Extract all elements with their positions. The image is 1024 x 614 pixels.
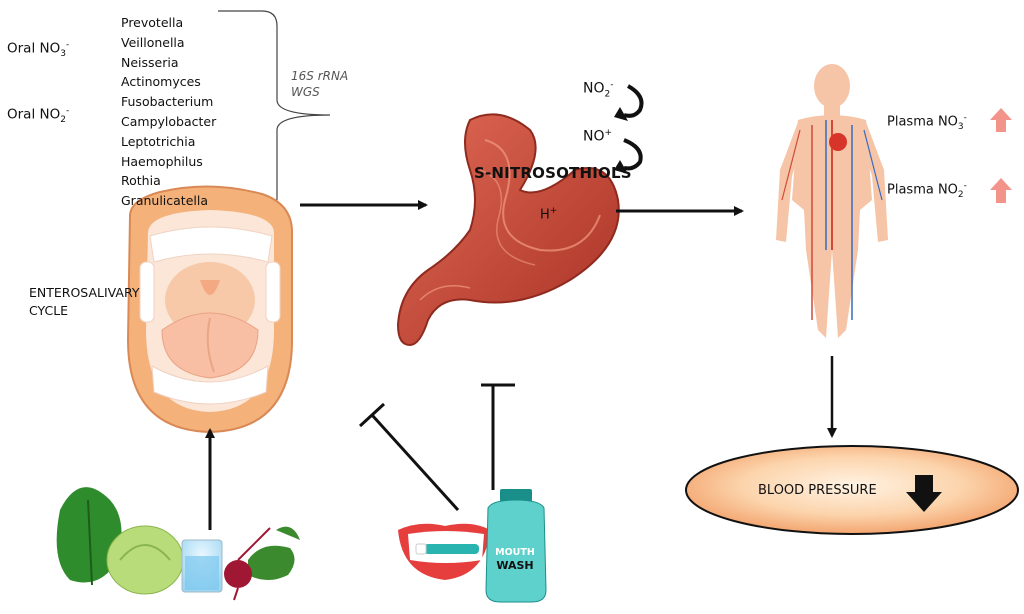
- plasma-no2-label: Plasma NO2-: [887, 181, 967, 200]
- stomach-illustration: [396, 113, 620, 347]
- plasma-no2-up-arrow: [990, 178, 1012, 203]
- bacteria-item: Actinomyces: [121, 74, 201, 90]
- bacteria-item: Leptotrichia: [121, 133, 196, 149]
- blood-pressure-label: BLOOD PRESSURE: [758, 483, 877, 498]
- enterosalivary-cycle-label: ENTEROSALIVARY CYCLE: [29, 284, 140, 320]
- inhibit-line-mouth: [370, 413, 460, 512]
- bacteria-item: Granulicatella: [121, 193, 209, 209]
- methods-line-2: WGS: [291, 85, 320, 99]
- bacteria-item: Campylobacter: [121, 113, 217, 129]
- mouthwash-line-2: WASH: [496, 559, 534, 572]
- curved-arrow-noplus: [623, 138, 643, 171]
- bacteria-item: Rothia: [121, 173, 161, 189]
- bacteria-item: Neisseria: [121, 54, 179, 70]
- s-nitrosothiols-label: S-NITROSOTHIOLS: [474, 164, 632, 182]
- bacteria-item: Fusobacterium: [121, 94, 214, 110]
- bacteria-item: Haemophilus: [121, 153, 203, 169]
- stomach-noplus-label: NO+: [583, 128, 613, 145]
- bacteria-item: Prevotella: [121, 15, 184, 30]
- plasma-no3-up-arrow: [990, 108, 1012, 132]
- bacteria-item: Veillonella: [121, 34, 185, 50]
- bacteria-list: Prevotella Veillonella Neisseria Actinom…: [121, 13, 216, 211]
- stomach-no2-label: NO2-: [583, 80, 614, 100]
- plasma-no3-label: Plasma NO3-: [887, 113, 967, 132]
- oral-no3-label: Oral NO3-: [7, 40, 70, 60]
- mouthwash-line-1: MOUTH: [495, 547, 535, 558]
- human-body-illustration: [776, 64, 888, 338]
- bp-down-arrow: [906, 475, 942, 512]
- h-plus-label: H+: [540, 206, 558, 223]
- bacteria-bracket: [218, 10, 331, 216]
- mouthwash-label: MOUTH WASH: [493, 546, 537, 572]
- curved-arrow-no2: [623, 84, 644, 118]
- blood-pressure-ellipse: [685, 445, 1019, 535]
- food-illustration: [56, 487, 300, 601]
- mouthwash-illustration: [398, 489, 547, 603]
- oral-no2-label: Oral NO2-: [7, 106, 70, 126]
- open-mouth-illustration: [126, 185, 293, 434]
- methods-line-1: 16S rRNA: [291, 69, 349, 83]
- methods-label: 16S rRNA WGS: [291, 68, 348, 100]
- cycle-line-1: ENTEROSALIVARY: [29, 285, 140, 300]
- cycle-line-2: CYCLE: [29, 303, 69, 318]
